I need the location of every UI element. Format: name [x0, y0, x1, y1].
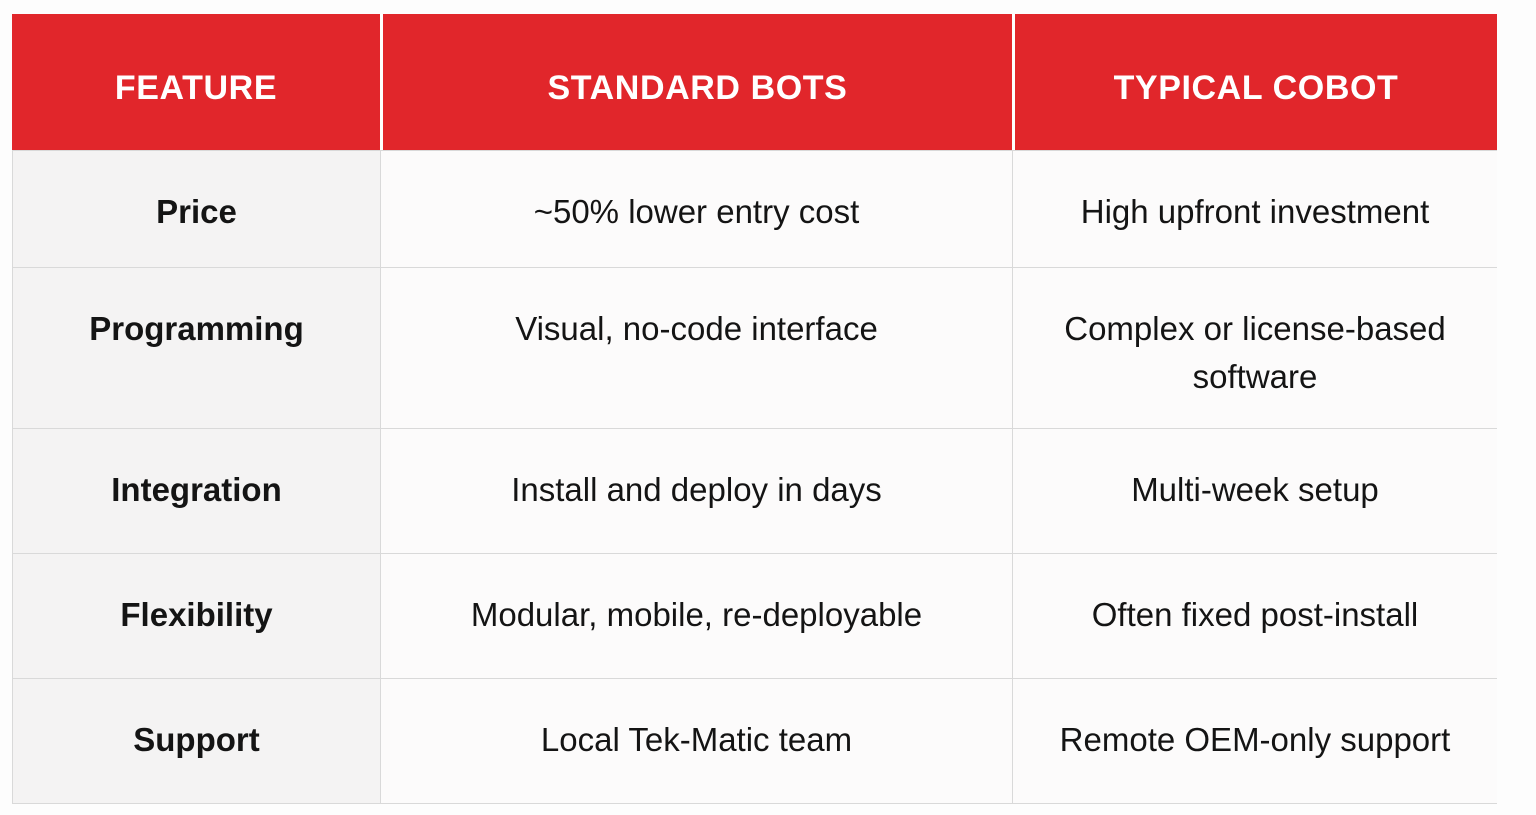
row-support-standard-bots-value: Local Tek-Matic team: [380, 678, 1012, 803]
row-price-standard-bots-value: ~50% lower entry cost: [380, 150, 1012, 267]
row-integration-standard-bots-value: Install and deploy in days: [380, 428, 1012, 553]
row-flexibility-feature-label: Flexibility: [12, 553, 380, 678]
row-support-typical-cobot-value: Remote OEM-only support: [1012, 678, 1497, 803]
row-flexibility-standard-bots-value: Modular, mobile, re-deployable: [380, 553, 1012, 678]
row-integration-feature-label: Integration: [12, 428, 380, 553]
row-programming-standard-bots-value: Visual, no-code interface: [380, 267, 1012, 428]
column-header-standard-bots: STANDARD BOTS: [380, 14, 1012, 150]
column-header-typical-cobot: TYPICAL COBOT: [1012, 14, 1497, 150]
row-integration-typical-cobot-value: Multi-week setup: [1012, 428, 1497, 553]
row-price-feature-label: Price: [12, 150, 380, 267]
row-support-feature-label: Support: [12, 678, 380, 803]
row-programming-typical-cobot-value: Complex or license-based software: [1012, 267, 1497, 428]
column-header-feature: FEATURE: [12, 14, 380, 150]
comparison-table: FEATURE STANDARD BOTS TYPICAL COBOT Pric…: [12, 14, 1497, 804]
row-flexibility-typical-cobot-value: Often fixed post-install: [1012, 553, 1497, 678]
row-programming-feature-label: Programming: [12, 267, 380, 428]
row-price-typical-cobot-value: High upfront investment: [1012, 150, 1497, 267]
